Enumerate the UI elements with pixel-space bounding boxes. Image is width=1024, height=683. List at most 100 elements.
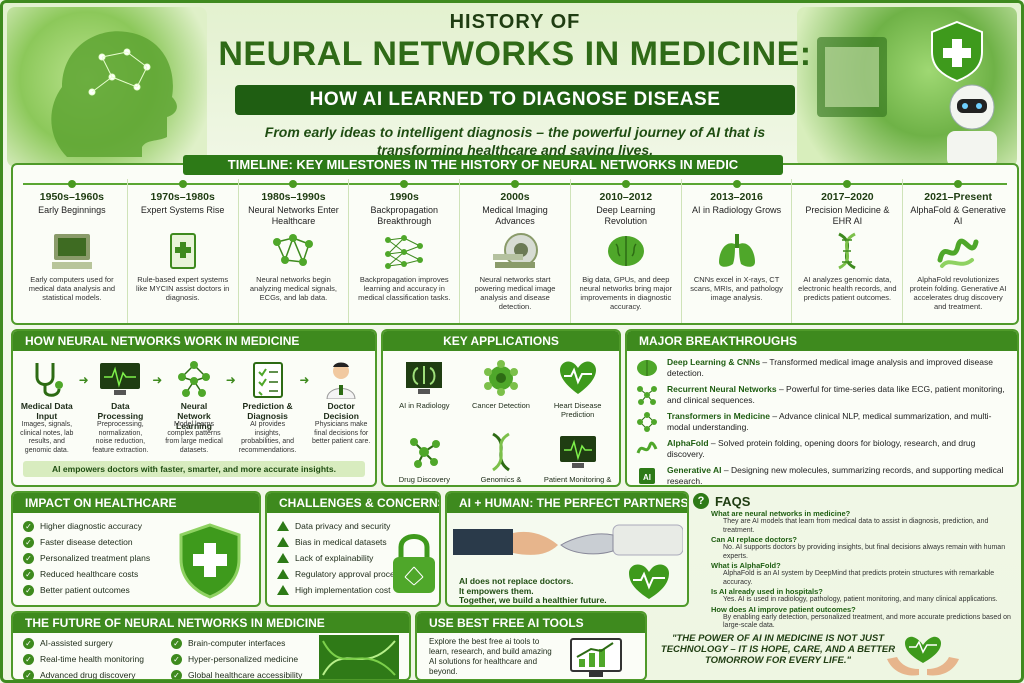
- ai-head-illustration: [7, 7, 207, 167]
- impact-item: ✓Better patient outcomes: [23, 582, 158, 598]
- faq-item: How does AI improve patient outcomes?By …: [711, 604, 1011, 630]
- breakthrough-item: Recurrent Neural Networks – Powerful for…: [635, 384, 1009, 406]
- timeline-dot: [178, 180, 187, 188]
- check-icon: ✓: [23, 584, 34, 596]
- application-label: Genomics & Bioinformatics: [477, 475, 524, 485]
- doctor-icon: [311, 357, 371, 401]
- step-title: Data Processing: [97, 401, 144, 421]
- step-desc: AI provides insights, probabilities, and…: [238, 421, 297, 454]
- check-icon: ✓: [23, 669, 34, 679]
- milestone-desc: AlphaFold revolutionizes protein folding…: [909, 275, 1007, 311]
- step-desc: Model learns complex patterns from large…: [165, 421, 223, 454]
- faq-item: Can AI replace doctors?No. AI supports d…: [711, 535, 1006, 560]
- milestone-title: AlphaFold & Generative AI: [910, 205, 1006, 226]
- milestone: 1970s–1980s Expert Systems Rise Rule-bas…: [128, 179, 239, 323]
- impact-item: ✓Higher diagnostic accuracy: [23, 518, 158, 534]
- milestone-year: 1970s–1980s: [150, 191, 215, 203]
- breakthrough-name: Generative AI: [667, 465, 722, 475]
- milestone-year: 1980s–1990s: [261, 191, 326, 203]
- brain-icon: [601, 229, 651, 273]
- heart-pulse-icon: [540, 355, 615, 401]
- check-icon: ✓: [171, 669, 182, 679]
- molecule-icon: [387, 429, 462, 475]
- breakthrough-desc: – Powerful for time-series data like ECG…: [667, 384, 1005, 405]
- faq-section: ?FAQS What are neural networks in medici…: [693, 493, 1019, 630]
- milestone-year: 2000s: [500, 191, 530, 203]
- challenge-item: Bias in medical datasets: [277, 534, 429, 550]
- timeline-dot: [400, 180, 409, 188]
- challenge-item: Lack of explainability: [277, 550, 429, 566]
- future-item: ✓AI-assisted surgery: [23, 635, 171, 651]
- milestone: 2021–Present AlphaFold & Generative AI A…: [903, 179, 1013, 323]
- milestone-title: Medical Imaging Advances: [482, 205, 548, 226]
- computer-icon: [47, 229, 97, 273]
- step-title: Prediction & Diagnosis: [242, 401, 293, 421]
- milestone-desc: Neural networks begin analyzing medical …: [249, 275, 338, 302]
- breakthrough-desc: – Transformed medical image analysis and…: [667, 357, 993, 378]
- brain-icon: [635, 357, 659, 379]
- milestone: 2000s Medical Imaging Advances Neural ne…: [460, 179, 571, 323]
- how-heading: HOW NEURAL NETWORKS WORK IN MEDICINE: [13, 331, 375, 351]
- application-item: Genomics & Bioinformatics: [464, 429, 539, 485]
- network-icon: [164, 357, 224, 401]
- padlock-icon: [389, 527, 439, 602]
- handshake-icon: [453, 515, 684, 578]
- challenges-section: CHALLENGES & CONCERNS Data privacy and s…: [265, 491, 441, 607]
- check-icon: ✓: [23, 568, 34, 580]
- step-title: Neural Network Learning: [176, 401, 212, 431]
- applications-heading: KEY APPLICATIONS: [383, 331, 619, 351]
- check-icon: ✓: [23, 552, 34, 564]
- ai-badge: AI: [643, 473, 651, 482]
- ai-chip-icon: AI: [635, 465, 659, 485]
- network-icon: [268, 229, 318, 273]
- timeline-section: TIMELINE: KEY MILESTONES IN THE HISTORY …: [11, 155, 1019, 325]
- dna-icon: [464, 429, 539, 475]
- tools-heading: USE BEST FREE AI TOOLS: [417, 613, 645, 633]
- timeline-dot: [289, 180, 298, 188]
- milestone-year: 2017–2020: [821, 191, 874, 203]
- network-icon: [635, 411, 659, 433]
- milestone-title: Neural Networks Enter Healthcare: [248, 205, 339, 226]
- future-item: ✓Brain-computer interfaces: [171, 635, 319, 651]
- shield-cross-icon: [175, 521, 245, 605]
- check-icon: ✓: [171, 653, 182, 665]
- stethoscope-icon: [17, 357, 77, 401]
- breakthrough-desc: – Solved protein folding, opening doors …: [667, 438, 976, 459]
- page-title: NEURAL NETWORKS IN MEDICINE:: [218, 35, 812, 73]
- future-section: THE FUTURE OF NEURAL NETWORKS IN MEDICIN…: [11, 611, 411, 680]
- tagline: From early ideas to intelligent diagnosi…: [264, 124, 766, 158]
- question-icon: ?: [693, 493, 709, 509]
- application-label: Drug Discovery: [398, 475, 450, 484]
- milestone-year: 2021–Present: [924, 191, 992, 203]
- hands-heart-icon: [883, 633, 963, 680]
- breakthrough-name: Transformers in Medicine: [667, 411, 770, 421]
- milestone: 1980s–1990s Neural Networks Enter Health…: [239, 179, 350, 323]
- impact-item: ✓Personalized treatment plans: [23, 550, 158, 566]
- warning-icon: [277, 553, 289, 563]
- check-icon: ✓: [23, 536, 34, 548]
- milestone: 2013–2016 AI in Radiology Grows CNNs exc…: [682, 179, 793, 323]
- flow-step: Medical Data Input Images, signals, clin…: [17, 357, 77, 455]
- application-item: Cancer Detection: [464, 355, 539, 427]
- faq-item: What are neural networks in medicine?The…: [711, 509, 989, 534]
- challenge-item: Regulatory approval process: [277, 566, 429, 582]
- robot-icon: [817, 20, 997, 167]
- clipboard-icon: [158, 229, 208, 273]
- impact-section: IMPACT ON HEALTHCARE ✓Higher diagnostic …: [11, 491, 261, 607]
- future-heading: THE FUTURE OF NEURAL NETWORKS IN MEDICIN…: [13, 613, 409, 633]
- breakthrough-item: AI Generative AI – Designing new molecul…: [635, 465, 1009, 485]
- timeline-dot: [954, 180, 963, 188]
- step-title: Medical Data Input: [20, 401, 73, 421]
- application-label: Heart Disease Prediction: [553, 401, 602, 419]
- warning-icon: [277, 585, 289, 595]
- monitor-waveform-icon: [91, 357, 151, 401]
- dna-icon: [319, 635, 399, 679]
- cancer-cell-icon: [464, 355, 539, 401]
- application-label: Patient Monitoring & Forecasting: [543, 475, 612, 485]
- milestone-title: Backpropagation Breakthrough: [370, 205, 439, 226]
- partnership-line: It empowers them.: [459, 585, 534, 596]
- future-item: ✓Global healthcare accessibility: [171, 667, 319, 679]
- flow-step: Prediction & Diagnosis AI provides insig…: [238, 357, 298, 455]
- mri-scanner-icon: [490, 229, 540, 273]
- application-item: AI in Radiology: [387, 355, 462, 427]
